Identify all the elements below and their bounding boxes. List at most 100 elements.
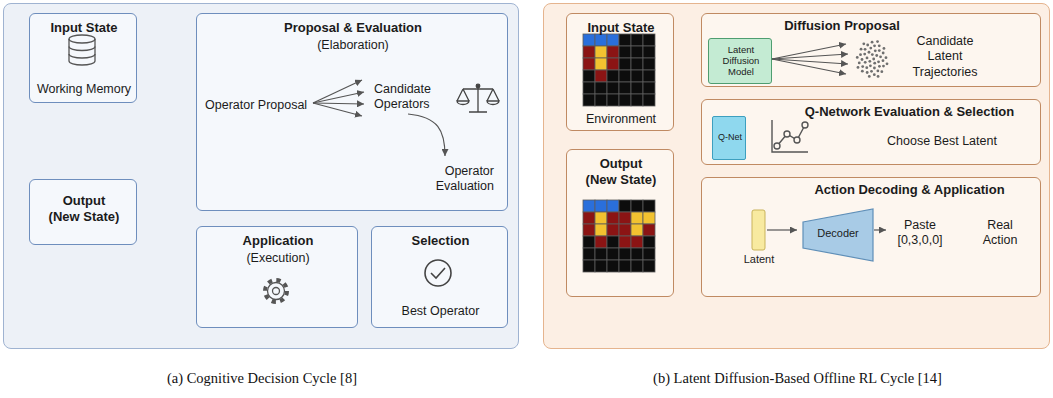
grid-cell bbox=[595, 58, 607, 70]
process-box: Application(Execution) bbox=[196, 226, 358, 328]
grid-cell bbox=[643, 70, 655, 82]
grid-cell bbox=[583, 200, 595, 212]
process-box: Proposal & Evaluation(Elaboration)Operat… bbox=[196, 13, 508, 211]
latent-dot bbox=[866, 57, 869, 60]
latent-dot bbox=[866, 44, 869, 47]
latent-dot bbox=[877, 60, 880, 63]
grid-illustrations bbox=[583, 34, 655, 272]
latent-bar bbox=[752, 210, 765, 250]
latent-dot bbox=[885, 56, 888, 59]
grid-cell bbox=[643, 34, 655, 46]
grid-cell bbox=[583, 224, 595, 236]
grid-cell bbox=[631, 236, 643, 248]
latent-dot bbox=[873, 44, 876, 47]
latent-dot bbox=[871, 41, 874, 44]
latent-dot bbox=[865, 66, 868, 69]
latent-dot bbox=[868, 60, 871, 63]
box-heading: Input State bbox=[30, 20, 138, 36]
grid-cell bbox=[583, 46, 595, 58]
latent-dot bbox=[863, 53, 866, 56]
grid-cell bbox=[595, 34, 607, 46]
grid-cell bbox=[583, 248, 595, 260]
model-box: Latent Diffusion Model bbox=[708, 38, 772, 84]
box-text: Best Operator bbox=[372, 304, 509, 319]
panel-caption: (a) Cognitive Decision Cycle [8] bbox=[4, 370, 520, 388]
grid-cell bbox=[619, 34, 631, 46]
box-text: Latent Diffusion Model bbox=[711, 45, 771, 78]
scales-icon bbox=[457, 84, 499, 112]
state-box: Output (New State) bbox=[566, 149, 674, 297]
grid-cell bbox=[619, 46, 631, 58]
panel: Input StateWorking Memory Proposal & Eval… bbox=[3, 3, 519, 349]
diffusion-fan bbox=[772, 44, 848, 74]
grid-cell bbox=[595, 94, 607, 106]
grid-cell bbox=[583, 260, 595, 272]
box-heading: Q-Network Evaluation & Selection bbox=[782, 104, 1037, 120]
grid-cell bbox=[631, 224, 643, 236]
grid-cell bbox=[643, 248, 655, 260]
grid-cell bbox=[583, 82, 595, 94]
grid-cell bbox=[631, 212, 643, 224]
grid-cell bbox=[583, 70, 595, 82]
latent-dot bbox=[883, 47, 886, 50]
trapezoid-shape bbox=[803, 209, 873, 261]
grid-cell bbox=[583, 94, 595, 106]
grid-cell bbox=[619, 236, 631, 248]
grid-cell bbox=[631, 70, 643, 82]
grid-cell bbox=[631, 82, 643, 94]
latent-dot bbox=[864, 48, 867, 51]
latent-dot bbox=[882, 65, 885, 68]
grid-cell bbox=[607, 224, 619, 236]
latent-dot bbox=[877, 75, 880, 78]
grid-cell bbox=[643, 94, 655, 106]
box-text: Real Action bbox=[970, 218, 1030, 249]
state-box: Input StateWorking Memory bbox=[29, 13, 137, 103]
grid-cell bbox=[595, 248, 607, 260]
grid-cell bbox=[619, 94, 631, 106]
box-text: Paste [0,3,0,0] bbox=[885, 218, 955, 249]
box-text: Decoder bbox=[802, 227, 874, 240]
latent-dot bbox=[857, 66, 860, 69]
decode-arrows bbox=[767, 229, 886, 230]
grid-cell bbox=[607, 236, 619, 248]
latent-dot bbox=[873, 73, 876, 76]
latent-dot bbox=[876, 70, 879, 73]
latent-dot bbox=[860, 48, 863, 51]
latent-dot bbox=[882, 59, 885, 62]
grid-cell bbox=[583, 236, 595, 248]
grid-cell bbox=[607, 212, 619, 224]
grid-cell bbox=[619, 58, 631, 70]
grid-cell bbox=[595, 260, 607, 272]
grid-cell bbox=[643, 260, 655, 272]
latent-dot bbox=[878, 65, 881, 68]
grid-cell bbox=[607, 94, 619, 106]
grid-cell bbox=[595, 224, 607, 236]
latent-dot bbox=[861, 70, 864, 73]
network-box: Q-Net bbox=[712, 116, 746, 160]
grid-image bbox=[583, 34, 655, 106]
grid-cell bbox=[619, 248, 631, 260]
latent-dot bbox=[864, 61, 867, 64]
grid-cell bbox=[631, 248, 643, 260]
grid-cell bbox=[619, 200, 631, 212]
grid-cell bbox=[643, 200, 655, 212]
grid-cell bbox=[607, 248, 619, 260]
box-text: Environment bbox=[567, 112, 675, 127]
proposal-fan bbox=[313, 80, 445, 156]
part-label: Latent bbox=[736, 253, 782, 265]
grid-cell bbox=[595, 46, 607, 58]
grid-cell bbox=[607, 70, 619, 82]
latent-cloud bbox=[856, 40, 889, 78]
latent-dot bbox=[868, 75, 871, 78]
grid-cell bbox=[631, 58, 643, 70]
box-text: (Execution) bbox=[197, 251, 359, 266]
grid-cell bbox=[631, 200, 643, 212]
database-icon bbox=[69, 35, 95, 65]
latent-dot bbox=[866, 71, 869, 74]
box-heading: Action Decoding & Application bbox=[782, 182, 1037, 198]
grid-cell bbox=[631, 94, 643, 106]
state-box: Input StateEnvironment bbox=[566, 13, 674, 131]
